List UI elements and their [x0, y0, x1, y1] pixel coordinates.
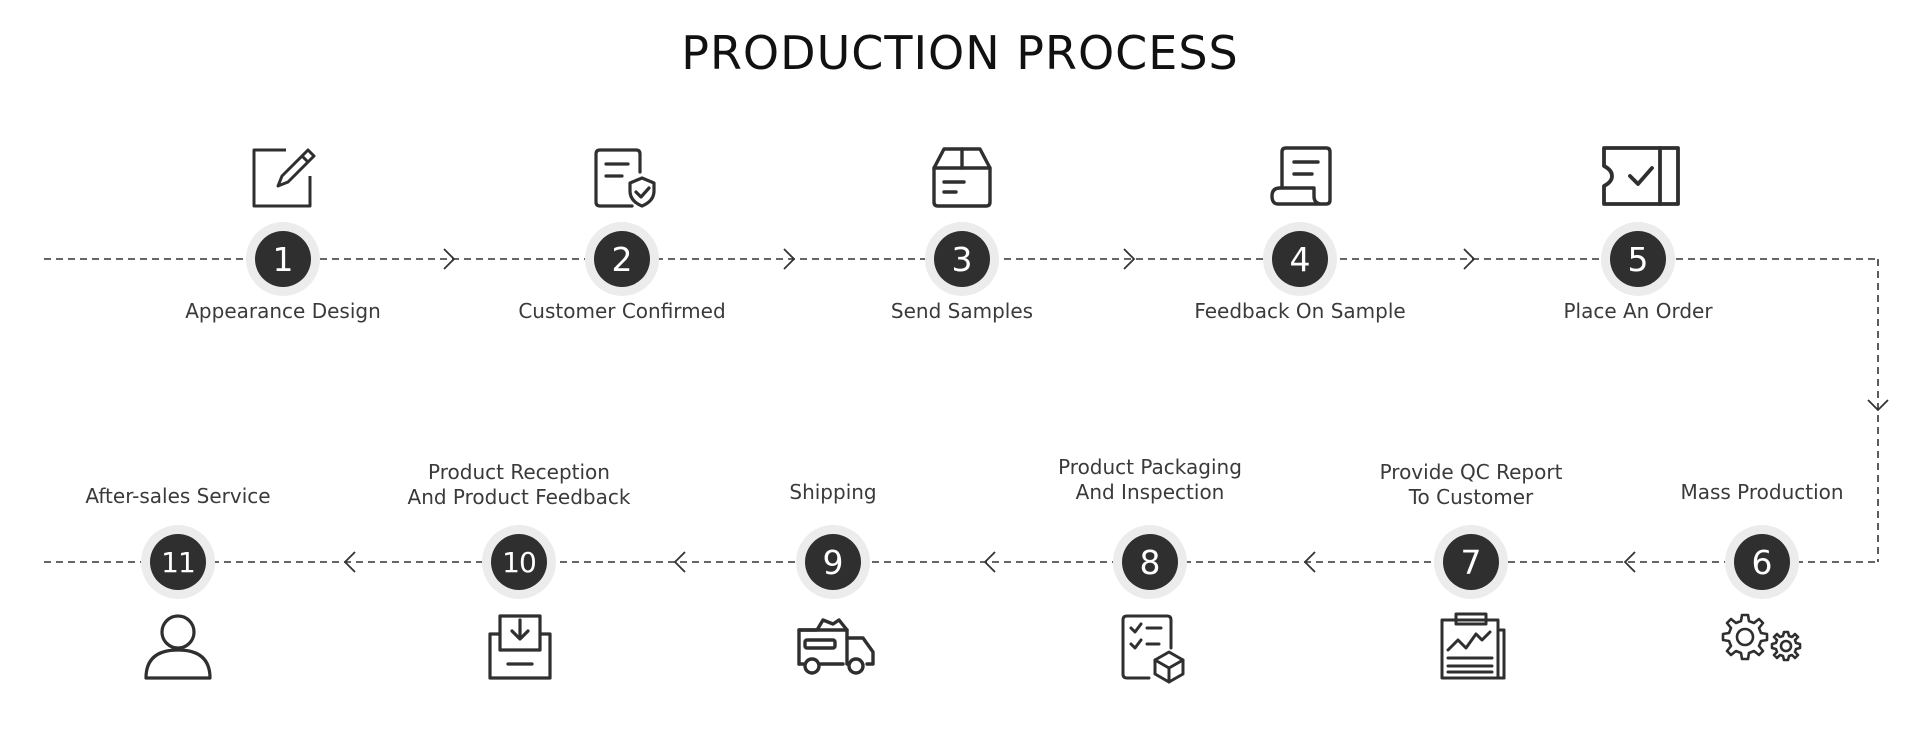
- step-number: 11: [150, 534, 206, 590]
- arrow-right: [1463, 248, 1476, 270]
- step-label: Feedback On Sample: [1194, 299, 1406, 323]
- step-label: Product Packaging And Inspection: [990, 455, 1310, 505]
- report-chart-icon: [1438, 612, 1508, 684]
- step-number: 4: [1272, 231, 1328, 287]
- arrow-left: [673, 551, 686, 573]
- ticket-check-icon: [1600, 144, 1682, 212]
- step-label: Mass Production: [1680, 480, 1844, 504]
- step-label: Place An Order: [1563, 299, 1713, 323]
- label-line-1: Provide QC Report: [1379, 460, 1563, 484]
- step-label: Customer Confirmed: [518, 299, 726, 323]
- step-number: 9: [805, 534, 861, 590]
- label-line-2: And Inspection: [1075, 480, 1225, 504]
- step-label: Send Samples: [890, 299, 1034, 323]
- step-number: 1: [255, 231, 311, 287]
- label-line-1: Product Reception: [428, 460, 610, 484]
- step-number: 7: [1443, 534, 1499, 590]
- step-label: Shipping: [789, 480, 877, 504]
- edit-pencil-icon: [250, 146, 316, 214]
- arrow-down: [1867, 399, 1889, 412]
- arrow-right: [783, 248, 796, 270]
- step-label: Appearance Design: [185, 299, 381, 323]
- step-label: Provide QC Report To Customer: [1311, 460, 1631, 510]
- document-shield-icon: [592, 146, 656, 214]
- label-line-2: To Customer: [1408, 485, 1534, 509]
- step-number: 3: [934, 231, 990, 287]
- label-line-1: Product Packaging: [1058, 455, 1242, 479]
- arrow-left: [983, 551, 996, 573]
- step-label: After-sales Service: [85, 484, 271, 508]
- label-line-2: And Product Feedback: [407, 485, 631, 509]
- package-box-icon: [930, 146, 994, 212]
- arrow-right: [1123, 248, 1136, 270]
- arrow-left: [1303, 551, 1316, 573]
- user-icon: [143, 612, 213, 684]
- arrow-left: [343, 551, 356, 573]
- scroll-document-icon: [1268, 144, 1334, 212]
- gears-icon: [1720, 612, 1810, 672]
- arrow-right: [443, 248, 456, 270]
- step-number: 10: [491, 534, 547, 590]
- delivery-truck-icon: [795, 614, 879, 682]
- step-number: 6: [1734, 534, 1790, 590]
- inbox-download-icon: [486, 612, 554, 684]
- checklist-box-icon: [1119, 612, 1187, 686]
- step-number: 5: [1610, 231, 1666, 287]
- step-label: Product Reception And Product Feedback: [359, 460, 679, 510]
- step-number: 2: [594, 231, 650, 287]
- page-title: PRODUCTION PROCESS: [681, 26, 1239, 80]
- arrow-left: [1623, 551, 1636, 573]
- step-number: 8: [1122, 534, 1178, 590]
